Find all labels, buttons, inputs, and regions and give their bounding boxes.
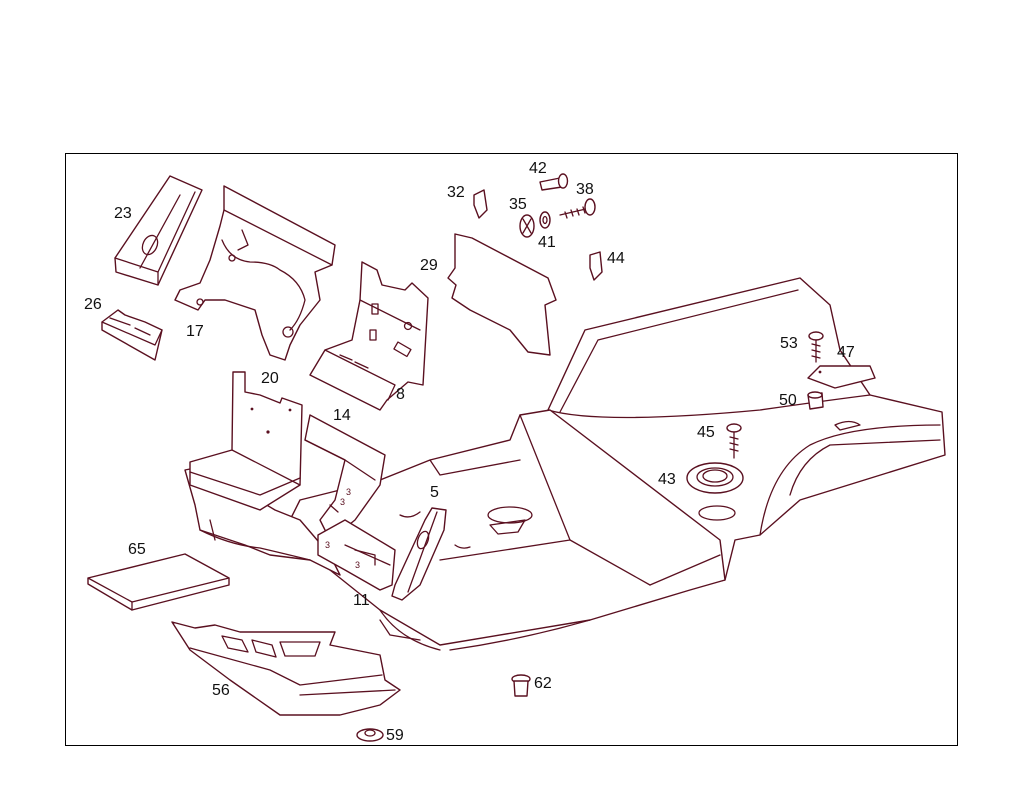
callout-14: 14 xyxy=(333,407,351,424)
part-42 xyxy=(539,173,569,191)
callout-41: 41 xyxy=(538,234,556,251)
part-23 xyxy=(114,175,203,286)
callout-44: 44 xyxy=(607,250,625,267)
part-5 xyxy=(391,507,447,601)
part-17 xyxy=(174,185,336,361)
callout-labels: 5 8 11 14 17 20 23 26 29 32 35 38 41 42 … xyxy=(84,160,855,744)
part-11: 3 3 xyxy=(317,519,396,591)
svg-text:3: 3 xyxy=(346,487,351,497)
callout-62: 62 xyxy=(534,675,552,692)
part-35 xyxy=(519,214,535,238)
callout-23: 23 xyxy=(114,205,132,222)
callout-53: 53 xyxy=(780,335,798,352)
part-47 xyxy=(807,365,876,389)
callout-59: 59 xyxy=(386,727,404,744)
diagram-frame xyxy=(65,153,958,746)
part-45 xyxy=(726,423,742,459)
callout-8: 8 xyxy=(396,386,405,403)
callout-32: 32 xyxy=(447,184,465,201)
svg-text:3: 3 xyxy=(340,497,345,507)
callout-11: 11 xyxy=(353,592,370,609)
part-59 xyxy=(356,728,384,742)
callout-17: 17 xyxy=(186,323,204,340)
callout-43: 43 xyxy=(658,471,676,488)
callout-35: 35 xyxy=(509,196,527,213)
part-32 xyxy=(473,189,488,219)
callout-29: 29 xyxy=(420,257,438,274)
part-56 xyxy=(171,621,401,716)
callout-20: 20 xyxy=(261,370,279,387)
part-44 xyxy=(589,251,603,281)
callout-65: 65 xyxy=(128,541,146,558)
part-43 xyxy=(686,462,744,494)
part-14: 3 3 xyxy=(304,414,386,541)
callout-5: 5 xyxy=(430,484,439,501)
part-62 xyxy=(511,674,531,697)
callout-42: 42 xyxy=(529,160,547,177)
svg-text:3: 3 xyxy=(325,540,330,550)
part-29 xyxy=(447,233,557,356)
part-41 xyxy=(539,211,551,229)
callout-45: 45 xyxy=(697,424,715,441)
callout-26: 26 xyxy=(84,296,102,313)
callout-56: 56 xyxy=(212,682,230,699)
part-65 xyxy=(87,553,230,611)
part-50 xyxy=(807,391,824,410)
part-53 xyxy=(808,331,824,363)
part-20 xyxy=(189,371,303,511)
callout-47: 47 xyxy=(837,344,855,361)
part-38 xyxy=(559,198,596,219)
svg-text:3: 3 xyxy=(355,560,360,570)
callout-38: 38 xyxy=(576,181,594,198)
part-8 xyxy=(309,261,429,411)
callout-50: 50 xyxy=(779,392,797,409)
part-26 xyxy=(101,309,163,361)
